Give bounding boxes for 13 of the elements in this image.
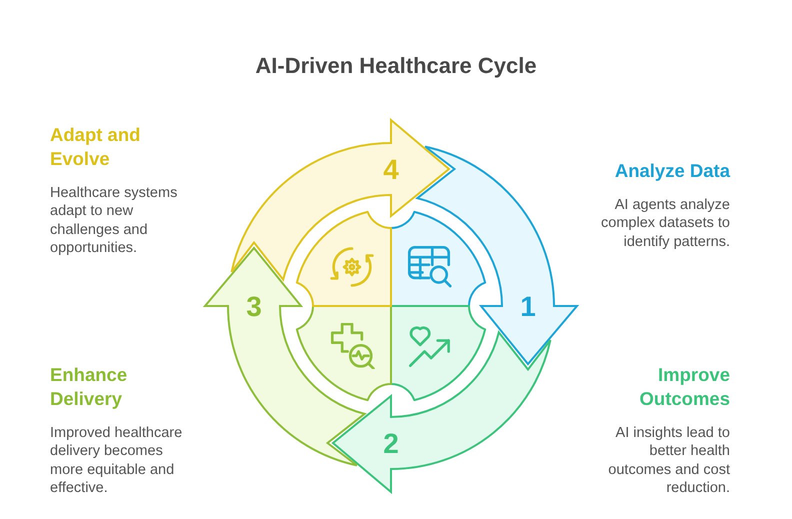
- step-number: 3: [246, 291, 262, 322]
- step-number: 2: [383, 428, 399, 459]
- step-description: Healthcare systems adapt to new challenges and opportunities.: [50, 184, 178, 258]
- step-heading: Improve Outcomes: [638, 363, 730, 411]
- step-description: AI agents analyze complex datasets to identify patterns.: [600, 196, 730, 251]
- step-description: AI insights lead to better health outcomes and cost reduction.: [607, 424, 730, 498]
- step-heading: Adapt and Evolve: [50, 123, 142, 171]
- step-number: 4: [383, 154, 399, 185]
- step-heading: Analyze Data: [614, 159, 730, 183]
- step-description: Improved healthcare delivery becomes more equitable and effective.: [50, 424, 184, 498]
- step-number: 1: [520, 291, 536, 322]
- title: AI-Driven Healthcare Cycle: [255, 52, 537, 80]
- step-heading: Enhance Delivery: [50, 363, 128, 411]
